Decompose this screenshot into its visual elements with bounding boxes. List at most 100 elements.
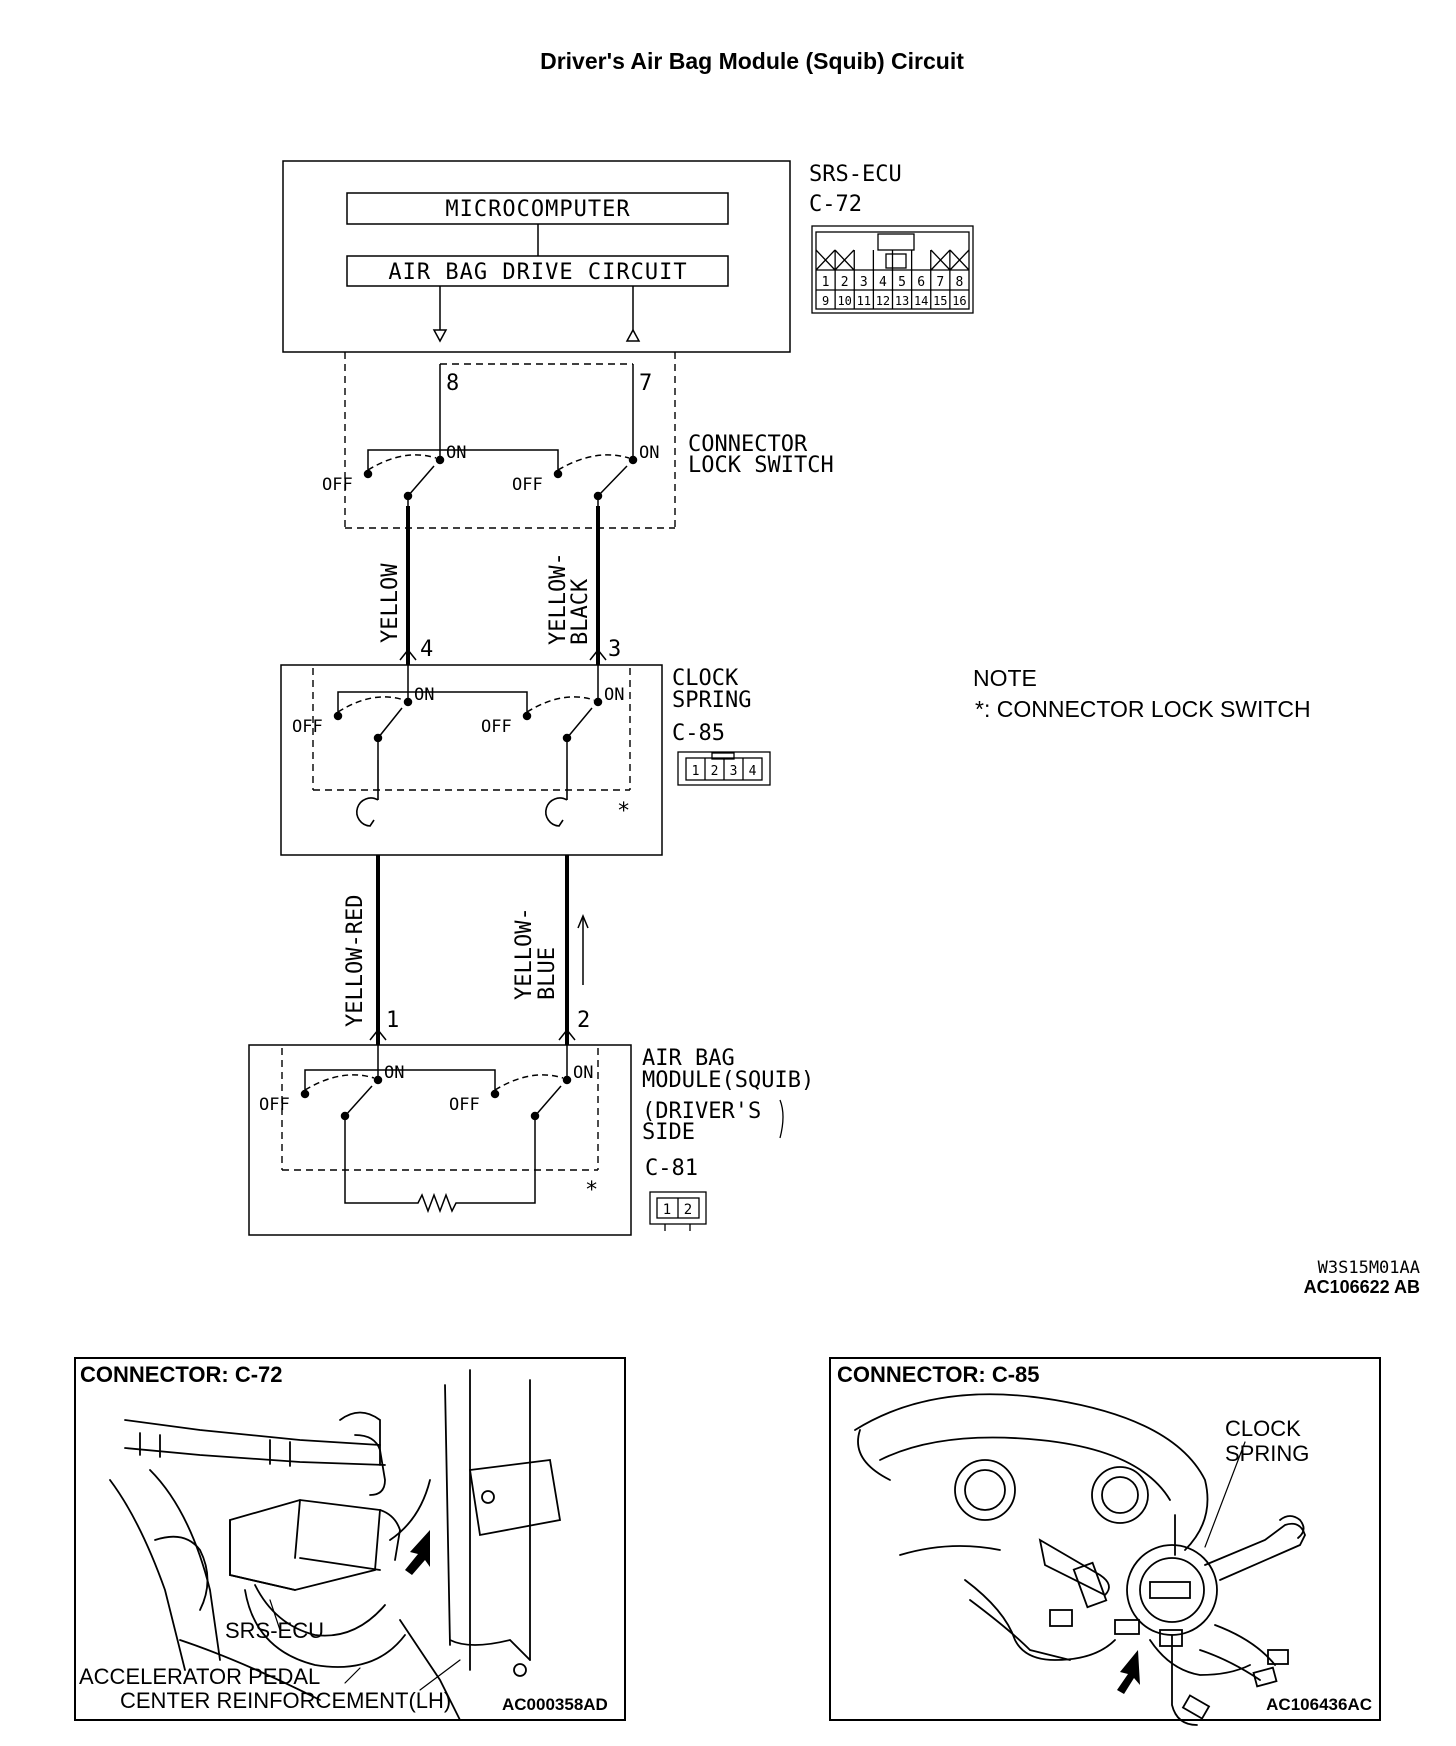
c85-connector-face — [677, 751, 771, 786]
wire-color-yellow-blue-line2: BLUE — [535, 947, 560, 1000]
wire-color-yellow-black-line1: YELLOW- — [546, 552, 571, 645]
air-bag-drive-circuit-label: AIR BAG DRIVE CIRCUIT — [388, 260, 687, 285]
switch-on-label: ON — [573, 1063, 593, 1083]
terminal-4-label: 4 — [420, 637, 433, 662]
terminal-1-label: 1 — [386, 1008, 399, 1033]
note-heading: NOTE — [973, 665, 1037, 691]
c85-pointer-arrow-icon — [1117, 1650, 1140, 1694]
c72-connector-face — [811, 225, 974, 314]
c72-pin-7: 7 — [936, 275, 944, 290]
switch-off-label: OFF — [259, 1095, 290, 1115]
c72-pointer-arrow-icon — [405, 1530, 430, 1575]
c72-pin-1: 1 — [822, 275, 830, 290]
panel-c72-label-pedal: ACCELERATOR PEDAL — [79, 1664, 320, 1689]
clock-spring-connector-id: C-85 — [672, 721, 725, 746]
air-bag-module-box — [248, 1044, 632, 1236]
c72-pin-14: 14 — [914, 294, 928, 308]
switch-on-label: ON — [446, 443, 466, 463]
wire-color-yellow-blue-line1: YELLOW- — [512, 907, 537, 1000]
air-bag-module-lock-switch-box — [281, 1048, 599, 1171]
switch-group: ON OFF ON OFF ON OFF ON OFF ON OFF ON OFF — [259, 364, 659, 1140]
switch-off-label: OFF — [292, 717, 323, 737]
lock-switch-name-line2: LOCK SWITCH — [688, 453, 834, 478]
c72-pin-11: 11 — [857, 294, 871, 308]
air-bag-module-name-line4: SIDE — [642, 1120, 695, 1145]
c72-pin-4: 4 — [879, 275, 887, 290]
panel-c72-label-ecu: SRS-ECU — [225, 1618, 324, 1643]
c72-pin-15: 15 — [933, 294, 947, 308]
lock-switch-pair-3: ON OFF ON OFF — [259, 1045, 593, 1140]
panel-c85-heading: CONNECTOR: C-85 — [837, 1362, 1040, 1387]
terminal-3-label: 3 — [608, 637, 621, 662]
srs-ecu-name: SRS-ECU — [809, 162, 902, 187]
air-bag-module-connector-id: C-81 — [645, 1156, 698, 1181]
air-bag-module-lock-marker: * — [585, 1178, 598, 1203]
c72-pin-6: 6 — [917, 275, 925, 290]
c72-pin-16: 16 — [952, 294, 966, 308]
upper-harness-wires — [399, 506, 607, 665]
panel-c72-heading: CONNECTOR: C-72 — [80, 1362, 283, 1387]
clock-spring-lock-marker: * — [617, 799, 630, 824]
c72-pin-12: 12 — [876, 294, 890, 308]
diagram-code-2: AC106622 AB — [1304, 1277, 1420, 1297]
c72-pin-9: 9 — [822, 294, 829, 308]
c85-pin-4: 4 — [749, 764, 757, 779]
c72-installation-illustration — [109, 1369, 562, 1721]
c85-pin-2: 2 — [711, 764, 719, 779]
note-text: *: CONNECTOR LOCK SWITCH — [975, 696, 1311, 722]
srs-ecu-connector-id: C-72 — [809, 192, 862, 217]
c72-pin-5: 5 — [898, 275, 906, 290]
switch-on-label: ON — [639, 443, 659, 463]
clock-spring-coils — [356, 760, 568, 827]
air-bag-module-name-line2: MODULE(SQUIB) — [642, 1068, 814, 1093]
air-bag-module-name-line1: AIR BAG — [642, 1046, 735, 1071]
diagram-code-1: W3S15M01AA — [1318, 1258, 1420, 1278]
switch-on-label: ON — [414, 685, 434, 705]
panel-c85-label-line1: CLOCK — [1225, 1416, 1301, 1441]
air-bag-module-name-line3: (DRIVER'S — [642, 1099, 761, 1124]
panel-c72-code: AC000358AD — [502, 1695, 608, 1714]
lock-switch-name-line1: CONNECTOR — [688, 432, 808, 457]
wire-color-yellow: YELLOW — [378, 563, 403, 643]
wire-color-yellow-black-line2: BLACK — [568, 578, 593, 645]
clock-spring-name-line2: SPRING — [672, 688, 751, 713]
clock-spring-lock-switch-box — [312, 668, 631, 791]
lock-switch-pair-1: ON OFF ON OFF — [322, 364, 659, 506]
panel-c85-code: AC106436AC — [1266, 1695, 1372, 1714]
air-bag-module-name-brackets — [779, 1099, 784, 1139]
terminal-2-label: 2 — [577, 1008, 590, 1033]
c72-pin-3: 3 — [860, 275, 868, 290]
squib-resistor — [344, 1140, 536, 1214]
c81-pin-2: 2 — [684, 1202, 692, 1218]
c85-pin-1: 1 — [692, 764, 700, 779]
panel-c85: CONNECTOR: C-85 CLOCK SPRING AC106436AC — [829, 1357, 1381, 1726]
switch-on-label: ON — [604, 685, 624, 705]
microcomputer-label: MICROCOMPUTER — [445, 197, 630, 222]
switch-off-label: OFF — [322, 475, 353, 495]
lock-switch-pair-2: ON OFF ON OFF — [292, 665, 624, 760]
switch-off-label: OFF — [512, 475, 543, 495]
clock-spring-name-line1: CLOCK — [672, 666, 739, 691]
switch-off-label: OFF — [481, 717, 512, 737]
lower-harness-wires — [369, 855, 589, 1045]
c72-pin-13: 13 — [895, 294, 909, 308]
panel-c72: CONNECTOR: C-72 SRS-ECU ACCELERATOR PEDA… — [74, 1357, 626, 1721]
terminal-7-label: 7 — [639, 371, 652, 396]
switch-off-label: OFF — [449, 1095, 480, 1115]
panel-c72-label-reinforcement: CENTER REINFORCEMENT(LH) — [120, 1688, 451, 1713]
terminal-8-label: 8 — [446, 371, 459, 396]
switch-on-label: ON — [384, 1063, 404, 1083]
diagram-title: Driver's Air Bag Module (Squib) Circuit — [540, 48, 964, 74]
srs-ecu-box — [282, 160, 791, 353]
clock-spring-box — [280, 664, 663, 856]
wire-color-yellow-red: YELLOW-RED — [343, 895, 368, 1027]
c81-pin-1: 1 — [663, 1202, 671, 1218]
c72-pin-8: 8 — [956, 275, 964, 290]
c72-pin-2: 2 — [841, 275, 849, 290]
connector-lock-switch-box — [344, 352, 676, 529]
panel-c85-label-line2: SPRING — [1225, 1441, 1309, 1466]
